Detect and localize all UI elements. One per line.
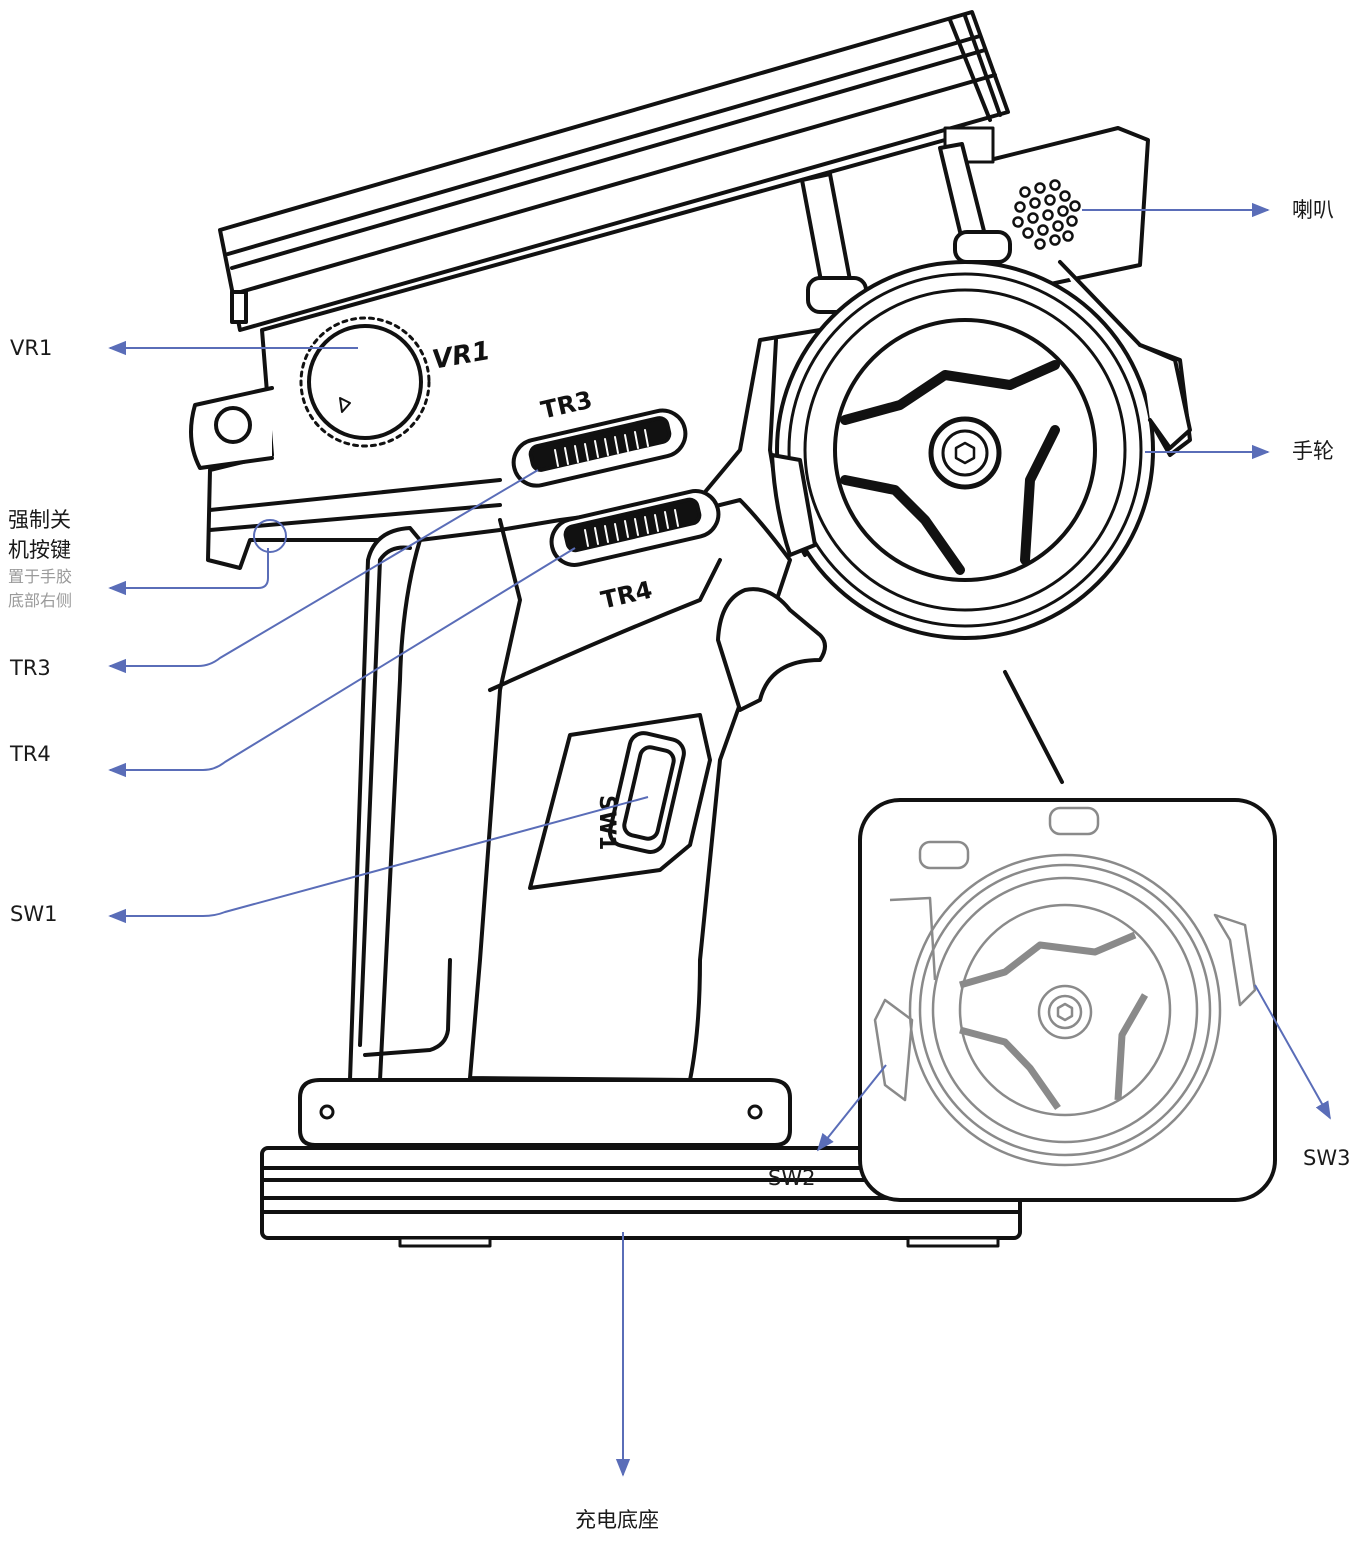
zoom-pointer-line <box>1003 670 1064 784</box>
label-tr4: TR4 <box>10 742 51 766</box>
tr3-trim: TR3 <box>511 386 688 488</box>
sw1-callout <box>108 796 649 924</box>
label-wheel: 手轮 <box>1292 439 1334 463</box>
label-speaker: 喇叭 <box>1292 198 1334 222</box>
steering-wheel <box>768 260 1192 640</box>
label-force-off-line1: 强制关 <box>8 508 71 532</box>
label-sw2: SW2 <box>768 1166 816 1190</box>
sw1-button: SW1 <box>528 713 712 890</box>
sw1-mark: SW1 <box>594 795 619 850</box>
tr4-mark: TR4 <box>598 576 655 615</box>
label-sw3: SW3 <box>1303 1146 1351 1170</box>
trigger <box>716 587 827 712</box>
label-sw1: SW1 <box>10 902 58 926</box>
base-connector <box>298 1078 792 1147</box>
tr4-trim: TR4 <box>549 489 721 615</box>
zoom-inset <box>858 798 1277 1202</box>
antenna-posts <box>800 126 1012 314</box>
force-off-callout <box>108 548 269 596</box>
sw2-callout <box>816 1064 887 1152</box>
label-tr3: TR3 <box>10 656 51 680</box>
label-charging-base: 充电底座 <box>575 1508 659 1532</box>
grip <box>348 526 422 1082</box>
transmitter-body: SW1 TR3 TR <box>189 10 1192 1248</box>
tr4-callout <box>108 547 576 778</box>
speaker-grille <box>1012 179 1081 250</box>
top-bar <box>218 10 1010 332</box>
label-force-off-note-line2: 底部右侧 <box>8 591 73 610</box>
label-force-off-note-line1: 置于手胶 <box>8 567 73 586</box>
sw3-callout <box>1254 984 1331 1120</box>
label-force-off-line2: 机按键 <box>8 538 71 562</box>
tr3-callout <box>108 469 539 674</box>
force-off-marker <box>253 519 287 553</box>
label-vr1: VR1 <box>10 336 53 360</box>
callout-lines <box>108 202 1331 1477</box>
